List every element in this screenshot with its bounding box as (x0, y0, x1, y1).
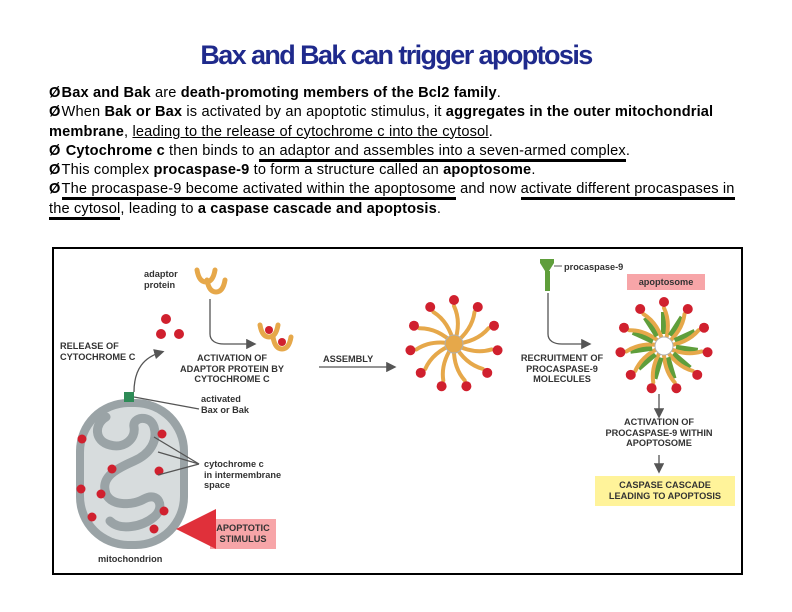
adaptor-proteins (194, 267, 294, 352)
seven-armed-complex (405, 295, 503, 392)
bullet-text-run: apoptosome (443, 162, 532, 179)
bullet-text-run: Cytochrome c (61, 142, 165, 159)
bullet-item: ØBax and Bak are death-promoting members… (49, 84, 749, 103)
bullet-text-run: then binds to (164, 142, 259, 159)
bullet-text-run: . (436, 200, 442, 217)
bullet-arrow-icon: Ø (49, 142, 61, 159)
label-apoptosome: apoptosome (638, 277, 694, 287)
label-procaspase-9: procaspase-9 (564, 262, 624, 272)
bullet-text-run: . (531, 162, 536, 179)
bullet-text-run: This complex (61, 162, 154, 179)
bullet-text-run: . (488, 123, 493, 140)
bullet-text-run: to form a structure called an (249, 162, 444, 179)
bullet-text-run: is activated by an apoptotic stimulus, i… (182, 104, 446, 121)
bullet-text-run: , leading to (120, 200, 198, 217)
label-assembly: ASSEMBLY (323, 354, 374, 364)
bullet-arrow-icon: Ø (49, 85, 61, 101)
bullet-text-run: When (61, 104, 105, 121)
slide-title: Bax and Bak can trigger apoptosis (200, 40, 593, 70)
bullet-item: ØThe procaspase-9 become activated withi… (49, 180, 749, 220)
bullet-item: Ø Cytochrome c then binds to an adaptor … (49, 142, 749, 162)
bullet-text-run: leading to the release of cytochrome c i… (132, 123, 489, 140)
flow-arrows (133, 293, 665, 549)
bullet-text-run: a caspase cascade and apoptosis (197, 200, 437, 217)
bullet-text-run: Bak or Bax (104, 104, 183, 121)
bullet-arrow-icon: Ø (49, 181, 61, 198)
bullet-list: ØBax and Bak are death-promoting members… (49, 84, 749, 220)
label-mitochondrion: mitochondrion (98, 554, 163, 564)
bullet-text-run: . (496, 85, 501, 101)
bullet-text-run: . (625, 142, 631, 159)
bullet-text-run: death-promoting members of the Bcl2 fami… (180, 85, 497, 101)
bullet-item: ØThis complex procaspase-9 to form a str… (49, 161, 749, 180)
bullet-text-run: The procaspase-9 become activated within… (61, 181, 456, 201)
bullet-arrow-icon: Ø (49, 104, 61, 121)
bullet-text-run: are (150, 85, 181, 101)
apoptosome-complex (615, 297, 713, 394)
bullet-text-run: and now (455, 181, 521, 198)
bullet-text-run: Bax and Bak (61, 85, 151, 101)
mitochondrion-shape (76, 392, 188, 549)
bullet-text-run: activate different procaspases in the cy… (49, 181, 735, 220)
bullet-text-run: procaspase-9 (153, 162, 250, 179)
released-cytochrome-dots (156, 314, 184, 339)
apoptotic-stimulus-box (210, 519, 276, 549)
bullet-text-run: an adaptor and assembles into a seven-ar… (258, 142, 626, 162)
bullet-item: ØWhen Bak or Bax is activated by an apop… (49, 103, 749, 142)
caspase-cascade-box (595, 476, 735, 506)
diagram-graphics (76, 259, 713, 549)
cytochrome-c-dots (76, 429, 169, 534)
procaspase-9-symbol (540, 259, 562, 291)
bullet-text-run: , (124, 123, 133, 140)
bullet-arrow-icon: Ø (49, 162, 61, 179)
bullet-text-run: aggregates in the outer mitochondrial me… (49, 104, 714, 140)
apoptosome-label-box (627, 274, 705, 290)
